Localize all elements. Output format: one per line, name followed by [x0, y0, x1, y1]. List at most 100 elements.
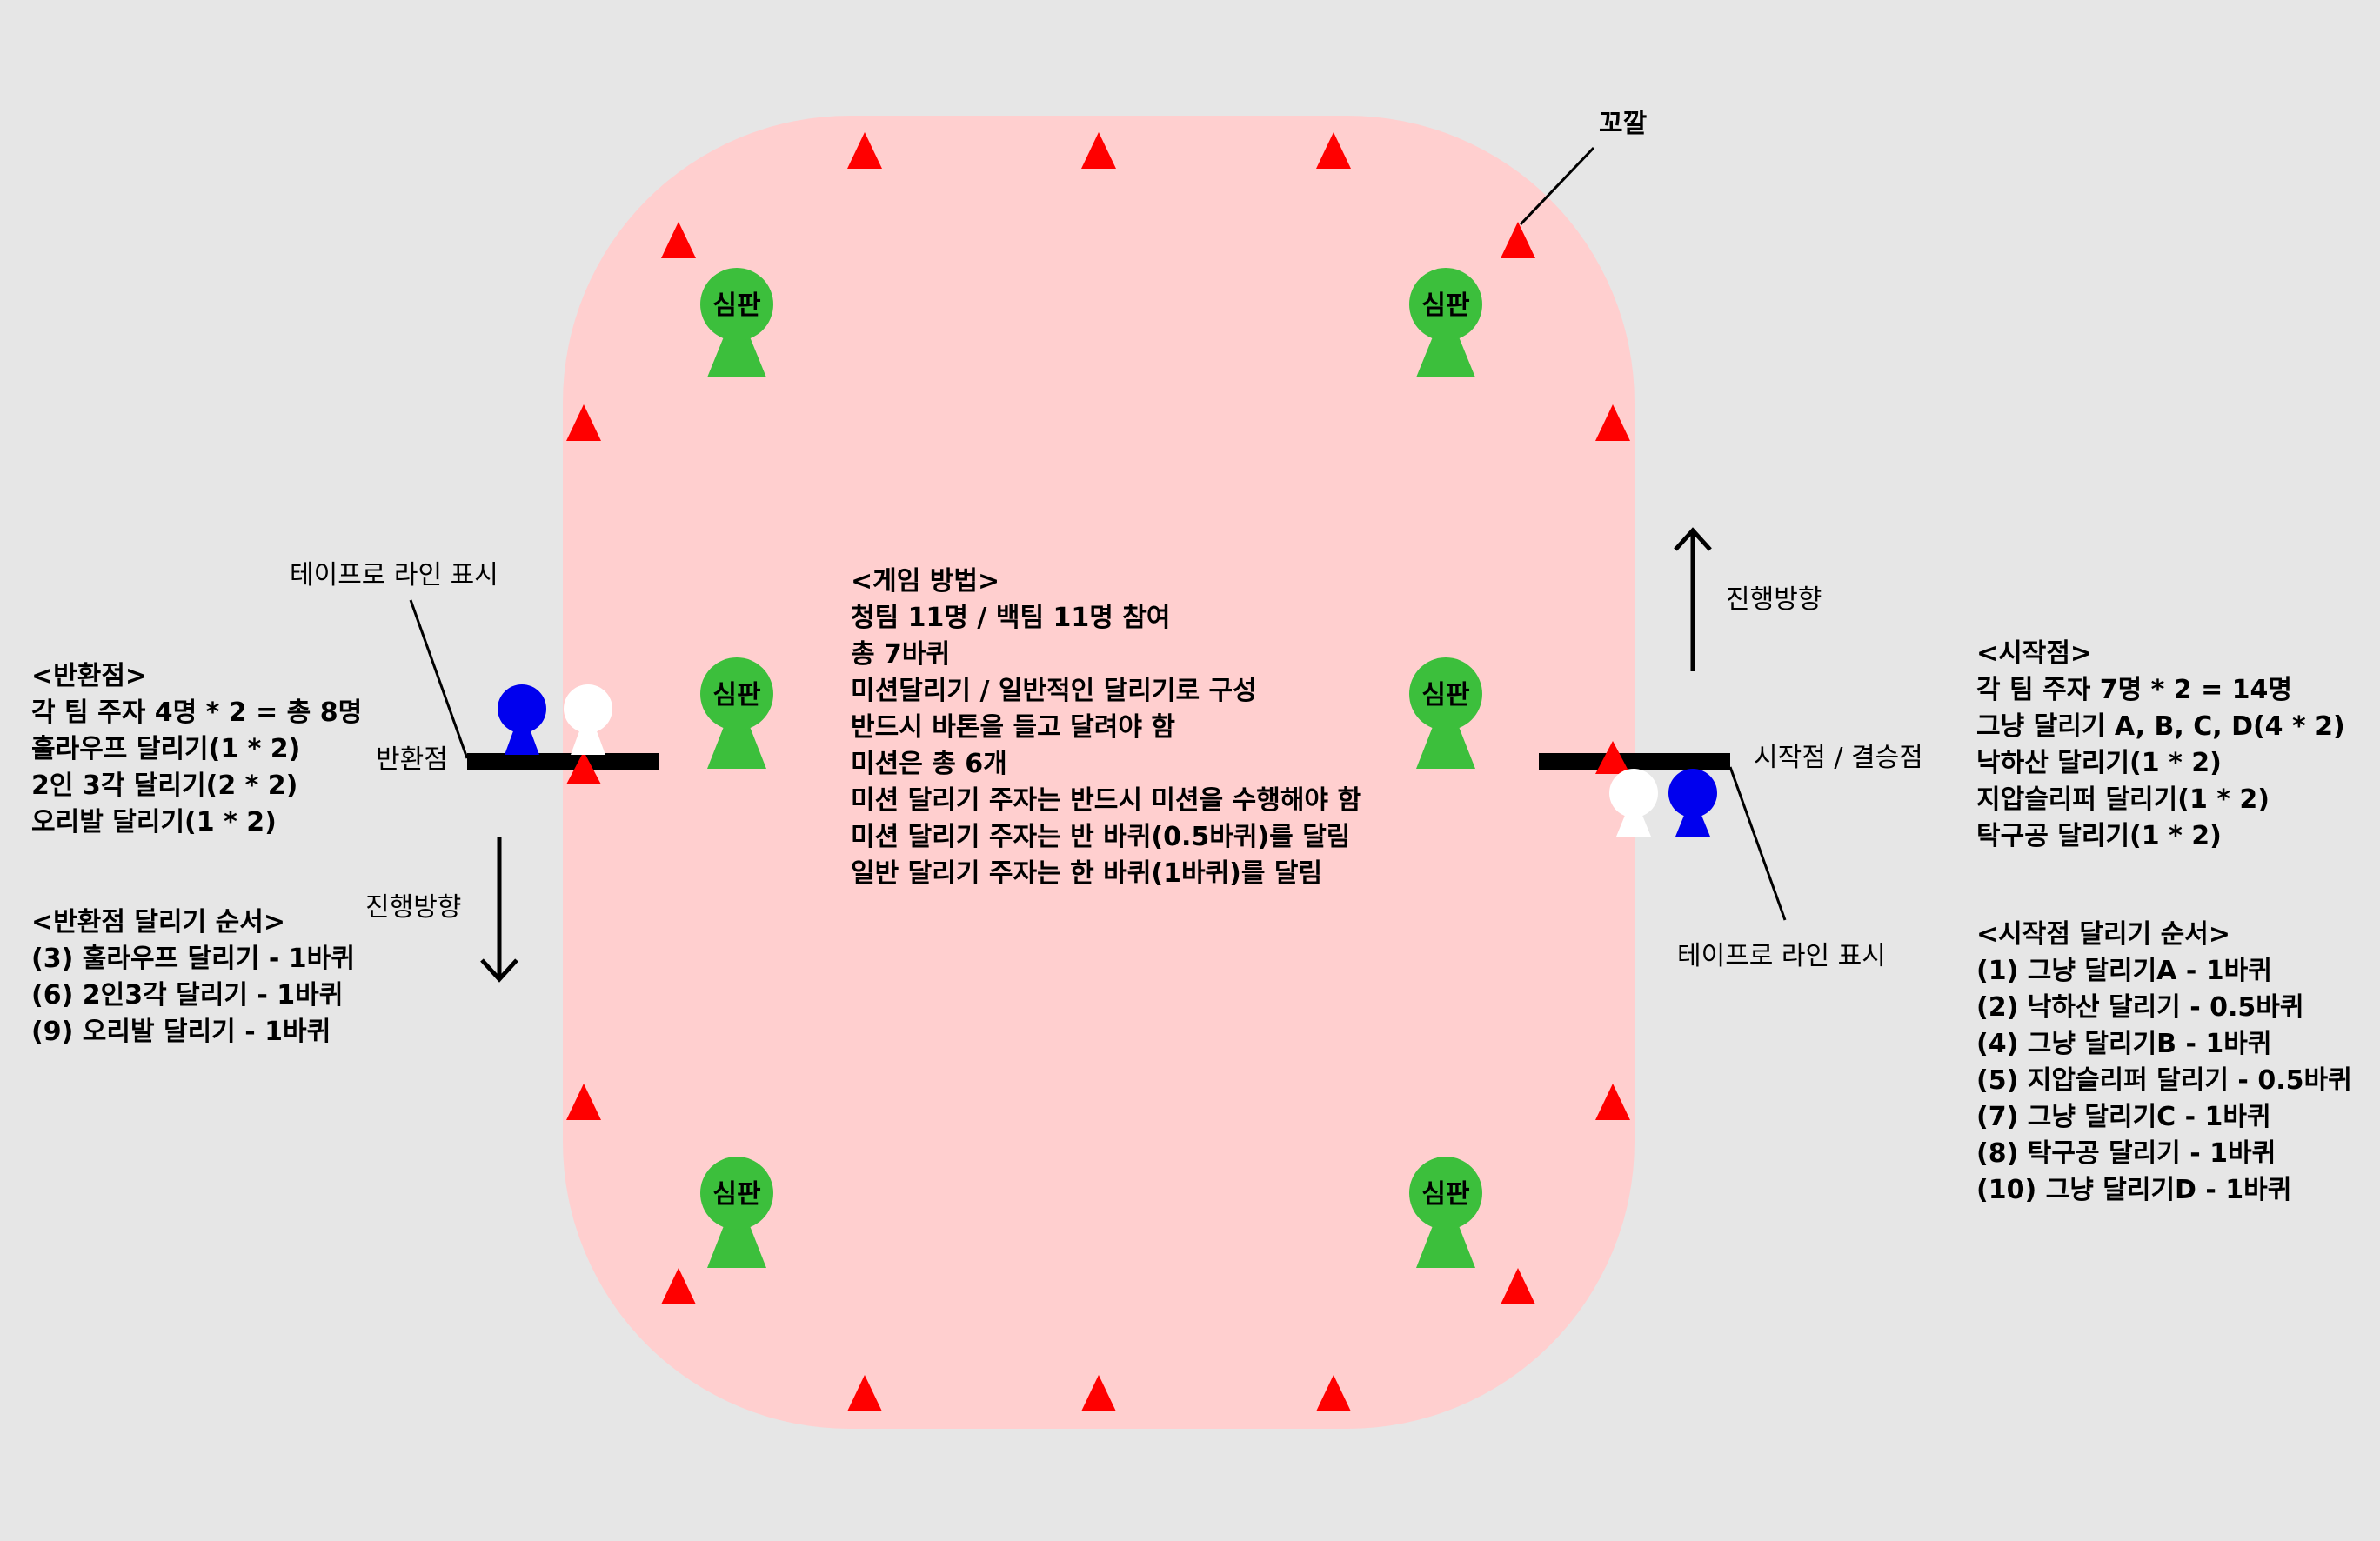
referee-bottom-left: 심판	[700, 1157, 773, 1268]
start-point-line: 낙하산 달리기(1 * 2)	[1976, 748, 2222, 778]
start-point-line: 탁구공 달리기(1 * 2)	[1976, 821, 2222, 851]
return-point-line: 각 팀 주자 4명 * 2 = 총 8명	[31, 697, 363, 728]
cone-icon	[661, 222, 696, 258]
referee-head	[1409, 1157, 1482, 1230]
start-order-title: <시작점 달리기 순서>	[1976, 919, 2230, 950]
flag-label: 꼬깔	[1599, 109, 1648, 139]
referee-icon	[707, 330, 766, 377]
start-order-line: (5) 지압슬리퍼 달리기 - 0.5바퀴	[1976, 1065, 2352, 1096]
game-rule-line: 미션 달리기 주자는 반 바퀴(0.5바퀴)를 달림	[851, 822, 1351, 852]
tape-callout-left	[409, 599, 469, 759]
return-order-info: <반환점 달리기 순서> (3) 훌라우프 달리기 - 1바퀴 (6) 2인3각…	[31, 904, 355, 1051]
referee-icon	[1416, 720, 1475, 769]
game-rule-line: 반드시 바톤을 들고 달려야 함	[851, 712, 1175, 743]
referee-mid-left: 심판	[700, 657, 773, 769]
cone-icon	[1316, 132, 1351, 169]
cone-icon	[1316, 1375, 1351, 1411]
direction-arrow-up	[1674, 527, 1712, 671]
cone-icon	[1595, 404, 1630, 441]
cone-icon	[1595, 741, 1630, 774]
blue-runner-left	[498, 684, 546, 755]
start-order-line: (10) 그냥 달리기D - 1바퀴	[1976, 1175, 2292, 1205]
start-point-line: 각 팀 주자 7명 * 2 = 14명	[1976, 675, 2293, 705]
start-finish-label: 시작점 / 결승점	[1754, 743, 1923, 773]
referee-icon	[1416, 1219, 1475, 1268]
referee-head	[1409, 657, 1482, 730]
game-rule-line: 청팀 11명 / 백팀 11명 참여	[851, 603, 1171, 633]
return-point-info: <반환점> 각 팀 주자 4명 * 2 = 총 8명 훌라우프 달리기(1 * …	[31, 658, 362, 841]
white-runner-left	[564, 684, 612, 755]
referee-icon	[707, 1219, 766, 1268]
cone-icon	[566, 1084, 601, 1120]
start-finish-line	[1539, 753, 1730, 770]
cone-icon	[847, 132, 882, 169]
referee-bottom-right: 심판	[1409, 1157, 1482, 1268]
referee-head	[700, 657, 773, 730]
start-order-line: (4) 그냥 달리기B - 1바퀴	[1976, 1029, 2272, 1059]
start-order-info: <시작점 달리기 순서> (1) 그냥 달리기A - 1바퀴 (2) 낙하산 달…	[1976, 917, 2352, 1209]
return-point-line: 훌라우프 달리기(1 * 2)	[31, 734, 301, 764]
cone-icon	[566, 751, 601, 784]
referee-label: 심판	[1421, 1179, 1470, 1210]
return-order-line: (9) 오리발 달리기 - 1바퀴	[31, 1017, 331, 1047]
cone-icon	[566, 404, 601, 441]
cone-icon	[661, 1268, 696, 1304]
cones	[566, 132, 1630, 1411]
tape-label-right: 테이프로 라인 표시	[1677, 941, 1886, 971]
referee-head	[700, 1157, 773, 1230]
referee-top-left: 심판	[700, 268, 773, 377]
direction-label-left: 진행방향	[365, 892, 462, 923]
start-point-title: <시작점>	[1976, 638, 2093, 669]
return-order-title: <반환점 달리기 순서>	[31, 907, 285, 937]
referee-label: 심판	[1421, 290, 1470, 321]
referee-label: 심판	[712, 1179, 761, 1210]
person-marker-icon	[1616, 813, 1651, 837]
start-point-line: 그냥 달리기 A, B, C, D(4 * 2)	[1976, 711, 2345, 742]
person-marker-icon	[505, 729, 539, 755]
referee-head	[1409, 268, 1482, 341]
referee-icon	[1416, 330, 1475, 377]
referee-head	[700, 268, 773, 341]
blue-runner-right	[1668, 769, 1717, 837]
return-point-line: 2인 3각 달리기(2 * 2)	[31, 770, 298, 801]
return-line	[467, 753, 659, 770]
start-order-line: (1) 그냥 달리기A - 1바퀴	[1976, 956, 2272, 986]
start-point-info: <시작점> 각 팀 주자 7명 * 2 = 14명 그냥 달리기 A, B, C…	[1976, 636, 2345, 855]
return-order-line: (6) 2인3각 달리기 - 1바퀴	[31, 980, 344, 1011]
white-runner-right	[1609, 769, 1658, 837]
start-order-line: (7) 그냥 달리기C - 1바퀴	[1976, 1102, 2271, 1132]
game-rule-line: 미션달리기 / 일반적인 달리기로 구성	[851, 676, 1257, 706]
referee-mid-right: 심판	[1409, 657, 1482, 769]
cone-icon	[1081, 132, 1116, 169]
person-marker-icon	[571, 729, 605, 755]
referee-label: 심판	[1421, 680, 1470, 710]
game-rules-title: <게임 방법>	[851, 566, 1000, 597]
flag-callout-line	[1519, 146, 1595, 226]
person-marker-icon	[1675, 813, 1710, 837]
return-point-line: 오리발 달리기(1 * 2)	[31, 807, 277, 837]
return-point-label: 반환점	[376, 744, 448, 775]
referee-label: 심판	[712, 290, 761, 321]
referee-top-right: 심판	[1409, 268, 1482, 377]
cone-icon	[847, 1375, 882, 1411]
track-field	[563, 116, 1635, 1429]
cone-icon	[1081, 1375, 1116, 1411]
tape-callout-right	[1728, 766, 1787, 921]
direction-arrow-down	[480, 837, 518, 983]
start-order-line: (8) 탁구공 달리기 - 1바퀴	[1976, 1138, 2276, 1169]
game-rule-line: 미션은 총 6개	[851, 749, 1007, 779]
referee-icon	[707, 720, 766, 769]
return-point-title: <반환점>	[31, 661, 148, 691]
return-order-line: (3) 훌라우프 달리기 - 1바퀴	[31, 944, 355, 974]
cone-icon	[1595, 1084, 1630, 1120]
start-point-line: 지압슬리퍼 달리기(1 * 2)	[1976, 784, 2270, 815]
game-rule-line: 미션 달리기 주자는 반드시 미션을 수행해야 함	[851, 785, 1362, 816]
game-rules: <게임 방법> 청팀 11명 / 백팀 11명 참여 총 7바퀴 미션달리기 /…	[851, 564, 1361, 892]
cone-icon	[1501, 222, 1535, 258]
game-rule-line: 총 7바퀴	[851, 639, 951, 670]
start-order-line: (2) 낙하산 달리기 - 0.5바퀴	[1976, 992, 2304, 1023]
direction-label-right: 진행방향	[1726, 584, 1822, 615]
referee-label: 심판	[712, 680, 761, 710]
cone-icon	[1501, 1268, 1535, 1304]
